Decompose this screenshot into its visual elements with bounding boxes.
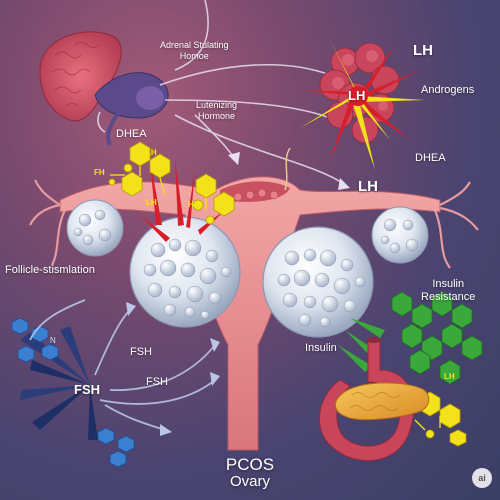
mol-label-h: H (188, 200, 194, 209)
title-ovary: Ovary (229, 473, 270, 490)
label-lh-lower: LH (358, 178, 378, 195)
mol-label-lh: LH (146, 148, 157, 157)
label-lutenizing-hormone: Lutenizing Hormone (196, 100, 238, 121)
label-androgens: Androgens (421, 84, 475, 96)
title-pcos: PCOS (225, 455, 275, 474)
label-insulin: Insulin (305, 342, 337, 354)
large-follicle-right (262, 226, 374, 338)
mol-label-n: N (452, 412, 458, 421)
label-dhea-right: DHEA (415, 152, 446, 164)
small-follicles (66, 199, 429, 264)
mol-label-lh-small: LH (146, 198, 157, 207)
mol-label-lh-pancreas: LH (444, 372, 455, 381)
label-fsh-lower: FSH (146, 376, 168, 388)
mol-label-ln: LN (216, 202, 227, 211)
insulin-hexagons (391, 291, 483, 385)
fsh-arrow-heads (126, 302, 220, 436)
label-follicle-stimulation: Follicle-stismlation (5, 264, 95, 276)
mol-label-fh: FH (94, 168, 105, 177)
label-adrenal-hormone: Adrenal Stulating Homoe (160, 40, 229, 61)
mol-label-n-blue: N (50, 336, 56, 345)
label-fsh-upper: FSH (130, 346, 152, 358)
label-fsh-main: FSH (74, 382, 100, 397)
label-lh-top: LH (413, 42, 433, 59)
pancreas (334, 382, 430, 421)
hormone-molecules (108, 141, 467, 447)
fsh-burst (20, 326, 98, 440)
label-insulin-resistance: Insulin Resistance (421, 278, 476, 303)
label-lh-center: LH (348, 88, 366, 103)
fimbriae (29, 179, 479, 269)
large-follicle-left (129, 216, 241, 328)
ai-watermark: ai (472, 468, 492, 488)
lh-burst (300, 40, 425, 170)
label-dhea-left: DHEA (116, 128, 147, 140)
brain-structure (94, 72, 169, 146)
